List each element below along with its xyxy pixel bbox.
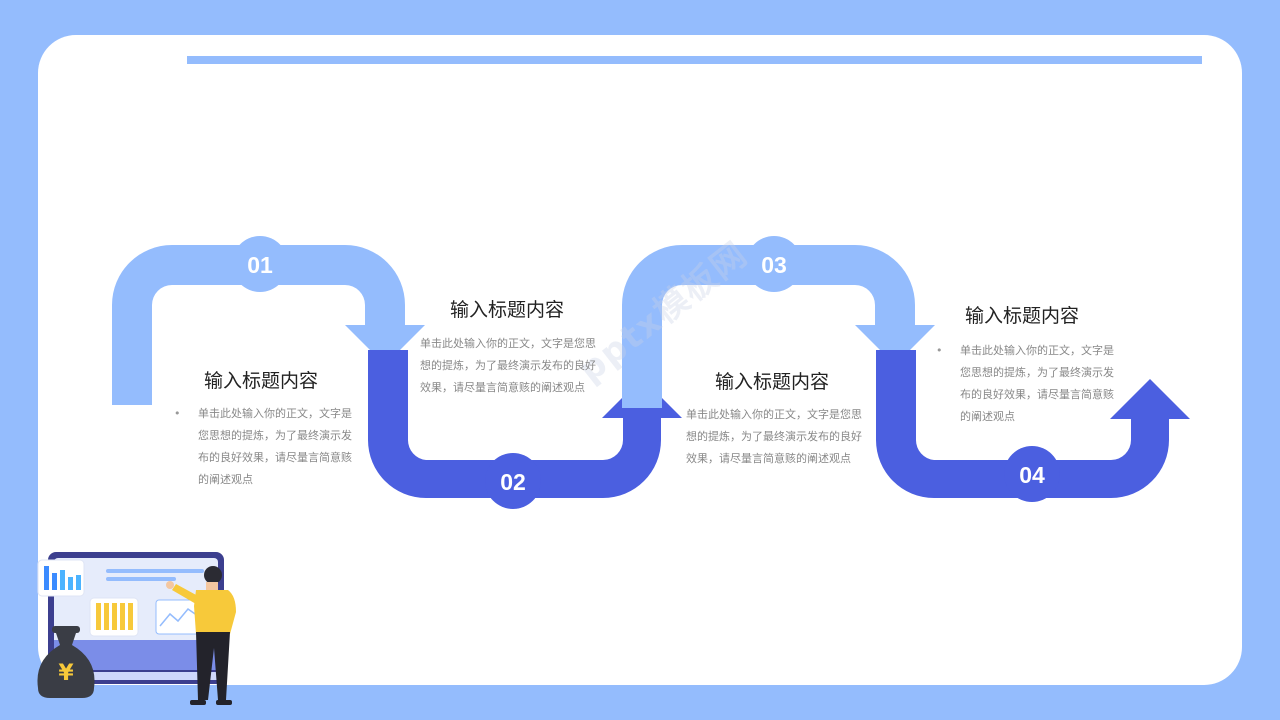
step-number-01: 01 [247,252,273,278]
money-bag-icon: ¥ [37,626,95,698]
bullet-dot: • [936,344,943,357]
step-title-04: 输入标题内容 [965,305,1080,327]
step-desc-text-04: 单击此处输入你的正文，文字是您思想的提炼，为了最终演示发布的良好效果，请尽量言简… [960,344,1114,423]
arrow-segment-01 [112,245,405,405]
step-circle-04 [1004,446,1060,502]
arrow-head-03 [855,325,935,365]
yellow-bars-card-icon [89,597,139,637]
step-desc-text-02: 单击此处输入你的正文，文字是您思想的提炼，为了最终演示发布的良好效果，请尽量言简… [420,337,596,394]
step-desc-text-01: 单击此处输入你的正文，文字是您思想的提炼，为了最终演示发布的良好效果，请尽量言简… [198,407,352,486]
step-circle-02 [485,453,541,509]
step-desc-04: • 单击此处输入你的正文，文字是您思想的提炼，为了最终演示发布的良好效果，请尽量… [936,340,1118,428]
arrow-head-04 [1110,379,1190,419]
step-desc-01: • 单击此处输入你的正文，文字是您思想的提炼，为了最终演示发布的良好效果，请尽量… [174,403,356,491]
step-circle-03 [746,236,802,292]
arrow-segment-04 [876,350,1169,498]
bullet-dot: • [174,407,181,420]
top-accent-bar [187,56,1202,64]
step-number-03: 03 [761,252,787,278]
bar-chart-card-icon [37,559,85,597]
person-figure [166,566,236,705]
step-title-01: 输入标题内容 [204,370,319,392]
currency-symbol: ¥ [58,661,74,686]
arrow-segment-02 [368,350,661,498]
step-title-02: 输入标题内容 [450,299,565,321]
arrow-head-01 [345,325,425,365]
step-desc-text-03: 单击此处输入你的正文，文字是您思想的提炼，为了最终演示发布的良好效果，请尽量言简… [686,408,862,465]
step-circle-01 [232,236,288,292]
step-desc-02: 单击此处输入你的正文，文字是您思想的提炼，为了最终演示发布的良好效果，请尽量言简… [420,333,602,399]
step-number-04: 04 [1019,462,1045,488]
step-desc-03: 单击此处输入你的正文，文字是您思想的提炼，为了最终演示发布的良好效果，请尽量言简… [686,404,868,470]
step-title-03: 输入标题内容 [715,371,830,393]
step-number-02: 02 [500,469,526,495]
